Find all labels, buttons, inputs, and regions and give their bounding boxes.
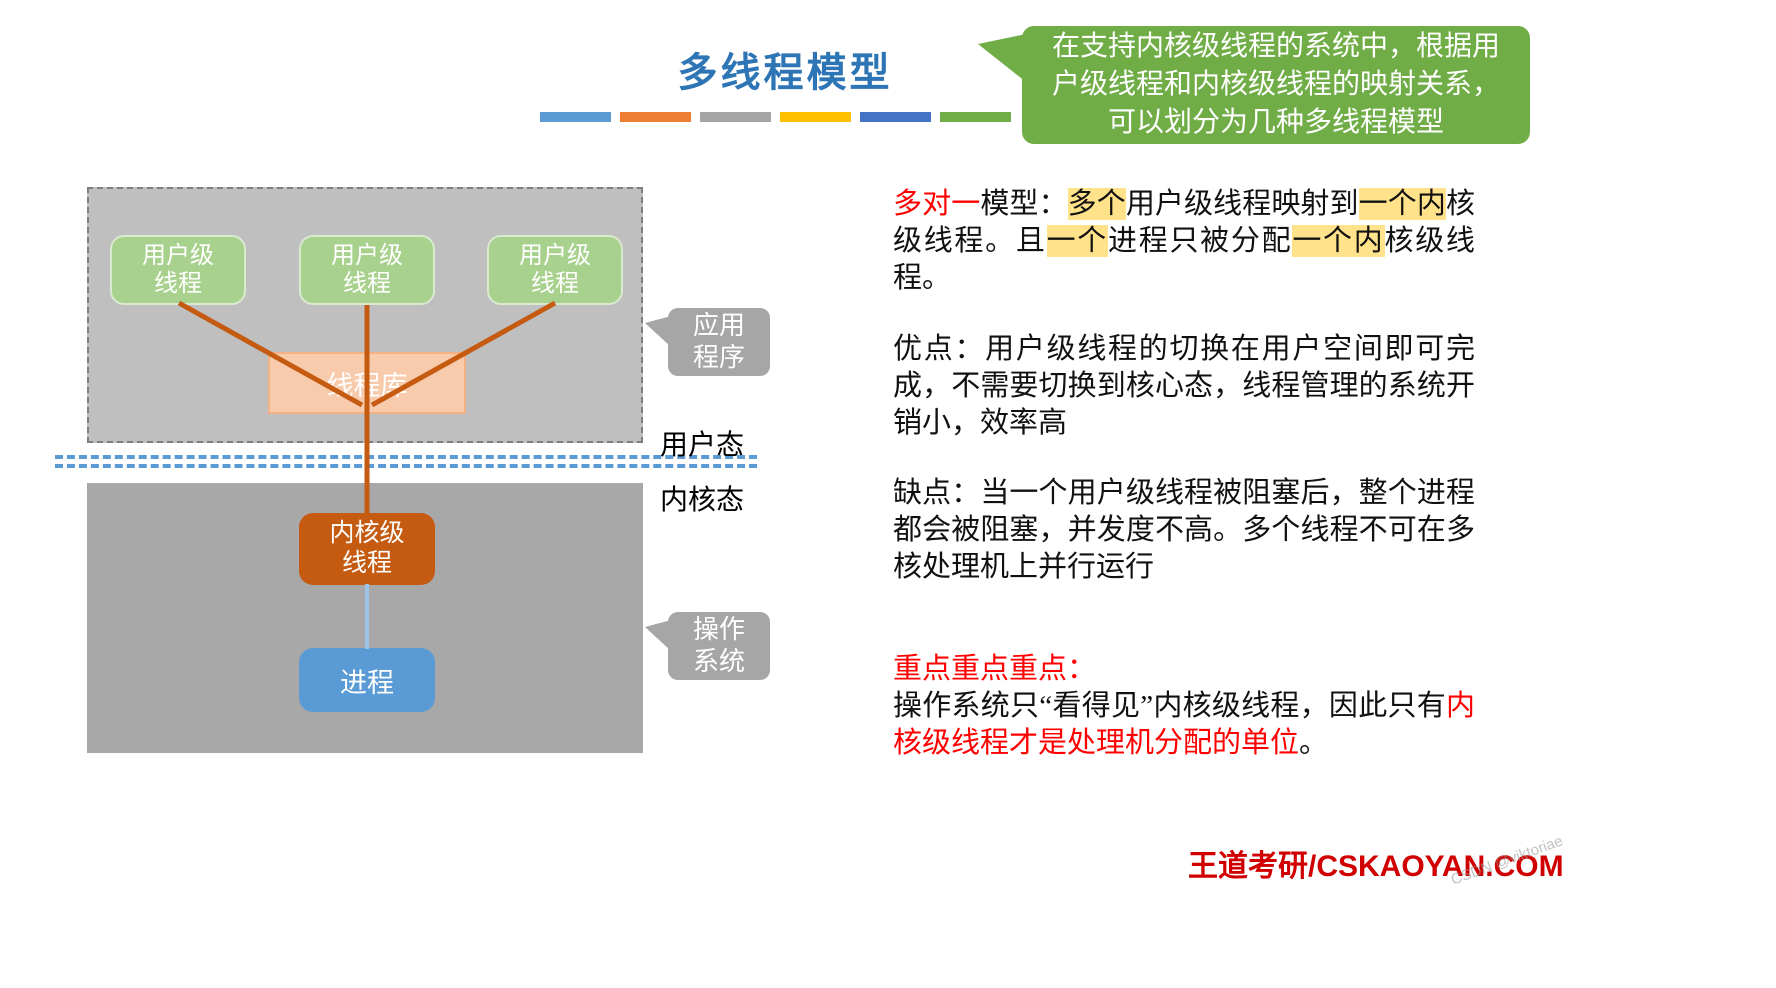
text-segment: 多对一: [893, 188, 981, 220]
thread-library-box: 线程库: [268, 352, 466, 414]
accent-bars: [540, 112, 1011, 122]
text-segment: 模型：: [980, 188, 1068, 220]
accent-bar: [620, 112, 691, 122]
text-segment: 优点：用户级线程的切换在用户空间即可完成，不需要切换到核心态，线程管理的系统开销…: [893, 333, 1475, 439]
text-segment: 核级线程。且: [893, 188, 1475, 257]
text-segment: 内核级线程才是处理机分配的单位: [893, 690, 1475, 759]
page-title: 多线程模型: [677, 50, 893, 95]
kernel-thread-box: 内核级 线程: [299, 513, 435, 585]
process-box: 进程: [299, 648, 435, 712]
os-callout: 操作 系统: [645, 612, 770, 680]
application-callout-text: 应用 程序: [692, 311, 745, 372]
callout-pointer-icon: [978, 34, 1026, 82]
user-thread-box-1: 用户级 线程: [110, 235, 246, 305]
text-segment: 一个内: [1358, 188, 1446, 220]
os-callout-text: 操作 系统: [692, 615, 745, 676]
text-segment: 核级线程。: [893, 225, 1475, 294]
accent-bar: [780, 112, 851, 122]
user-mode-label: 用户态: [660, 430, 745, 461]
text-segment: 用户级线程映射到: [1125, 188, 1359, 220]
accent-bar: [540, 112, 611, 122]
paragraph-advantages: 优点：用户级线程的切换在用户空间即可完成，不需要切换到核心态，线程管理的系统开销…: [893, 331, 1475, 442]
text-segment: 。: [1299, 727, 1329, 759]
callout-pointer-icon: [645, 316, 671, 347]
callout-pointer-icon: [645, 620, 671, 651]
brand-footer: 王道考研/CSKAOYAN.COM: [1188, 850, 1564, 883]
paragraph-key-point-title: 重点重点重点：: [893, 651, 1475, 688]
text-segment: 多个: [1067, 188, 1126, 220]
user-thread-box-3: 用户级 线程: [487, 235, 623, 305]
paragraph-disadvantages: 缺点：当一个用户级线程被阻塞后，整个进程都会被阻塞，并发度不高。多个线程不可在多…: [893, 475, 1475, 586]
text-segment: 操作系统只“看得见”内核级线程，因此只有: [893, 690, 1446, 722]
kernel-mode-label: 内核态: [660, 485, 745, 516]
intro-callout-text: 在支持内核级线程的系统中，根据用户级线程和内核级线程的映射关系，可以划分为几种多…: [1051, 31, 1500, 138]
text-segment: 重点重点重点：: [893, 653, 1097, 685]
accent-bar: [860, 112, 931, 122]
paragraph-key-point-body: 操作系统只“看得见”内核级线程，因此只有内核级线程才是处理机分配的单位。: [893, 688, 1475, 762]
intro-callout: 在支持内核级线程的系统中，根据用户级线程和内核级线程的映射关系，可以划分为几种多…: [978, 26, 1530, 144]
user-thread-box-2: 用户级 线程: [299, 235, 435, 305]
accent-bar: [940, 112, 1011, 122]
text-segment: 进程只被分配: [1108, 225, 1293, 257]
text-segment: 一个: [1046, 225, 1109, 257]
paragraph-model-definition: 多对一模型：多个用户级线程映射到一个内核级线程。且一个进程只被分配一个内核级线程…: [893, 186, 1475, 297]
application-callout: 应用 程序: [645, 308, 770, 376]
text-segment: 缺点：当一个用户级线程被阻塞后，整个进程都会被阻塞，并发度不高。多个线程不可在多…: [893, 477, 1475, 583]
text-segment: 一个内: [1292, 225, 1385, 257]
mode-separator-line: [55, 464, 757, 468]
accent-bar: [700, 112, 771, 122]
mode-separator-line: [55, 455, 757, 459]
